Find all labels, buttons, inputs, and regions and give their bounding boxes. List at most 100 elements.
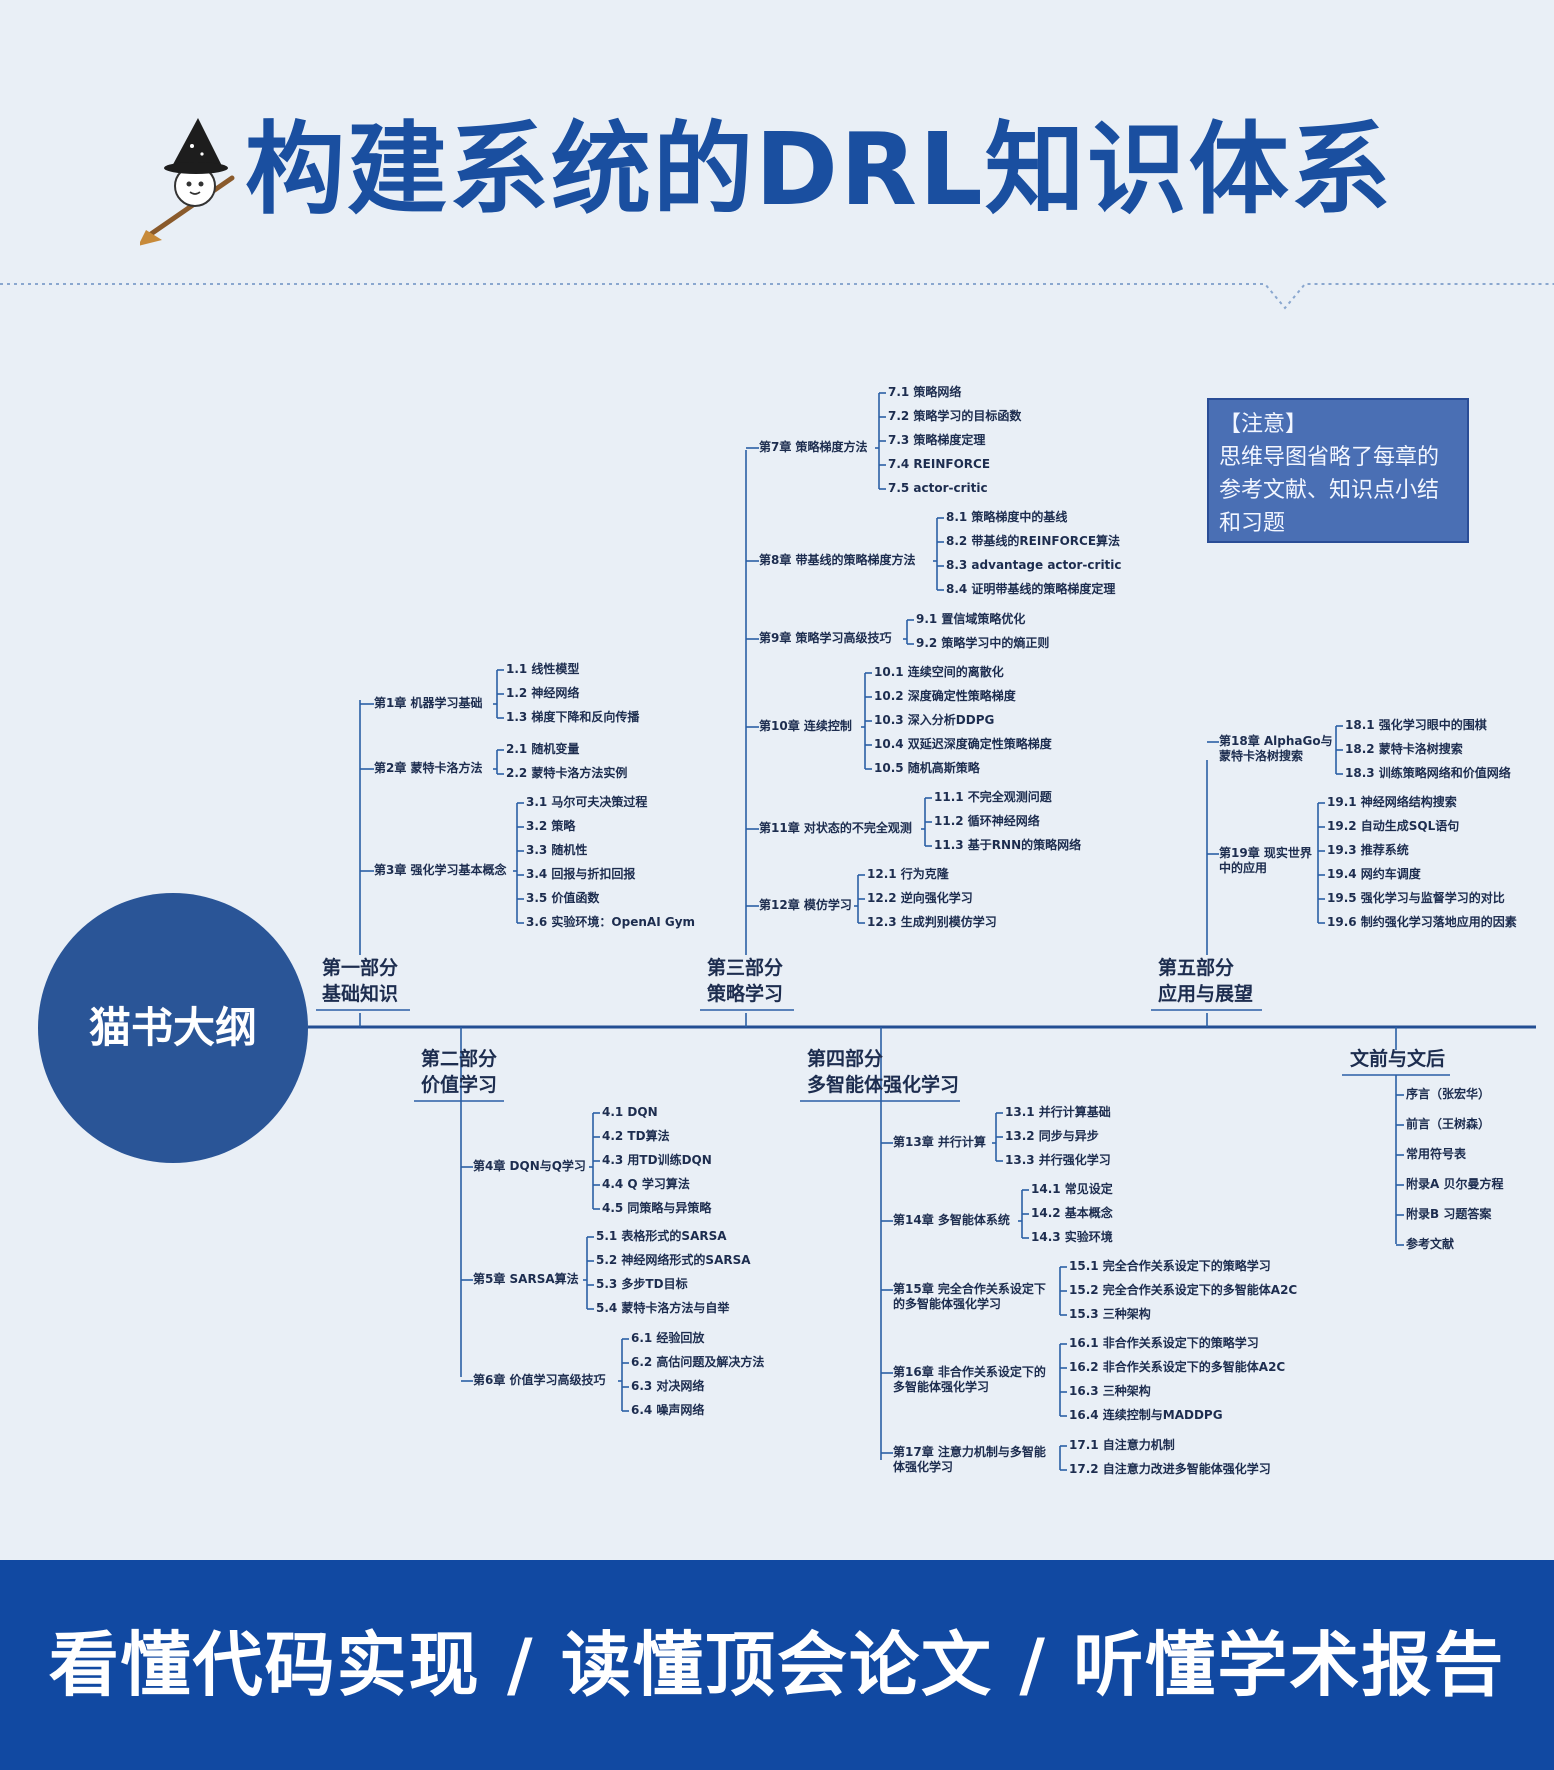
section-label: 6.4 噪声网络 bbox=[631, 1403, 705, 1417]
section-label: 3.5 价值函数 bbox=[526, 891, 600, 905]
section-label: 10.3 深入分析DDPG bbox=[874, 713, 995, 727]
section-label: 6.1 经验回放 bbox=[631, 1331, 705, 1345]
section-label: 9.2 策略学习中的熵正则 bbox=[916, 636, 1050, 650]
section-label: 16.3 三种架构 bbox=[1069, 1384, 1151, 1398]
section-label: 5.3 多步TD目标 bbox=[596, 1277, 688, 1291]
note-line: 参考文献、知识点小结 bbox=[1219, 478, 1440, 503]
section-label: 16.2 非合作关系设定下的多智能体A2C bbox=[1069, 1360, 1286, 1374]
section-label: 11.2 循环神经网络 bbox=[934, 814, 1040, 828]
section-label: 12.1 行为克隆 bbox=[867, 867, 949, 881]
section-label: 18.3 训练策略网络和价值网络 bbox=[1345, 766, 1511, 780]
section-label: 13.1 并行计算基础 bbox=[1005, 1105, 1111, 1119]
part-title: 文前与文后 bbox=[1350, 1048, 1446, 1070]
title-divider bbox=[0, 283, 1554, 310]
section-label: 8.3 advantage actor-critic bbox=[946, 558, 1122, 572]
section-label: 17.2 自注意力改进多智能体强化学习 bbox=[1069, 1462, 1271, 1476]
chapter-label: 第10章 连续控制 bbox=[759, 719, 852, 733]
section-label: 15.1 完全合作关系设定下的策略学习 bbox=[1069, 1259, 1271, 1273]
section-label: 6.3 对决网络 bbox=[631, 1379, 705, 1393]
section-label: 19.2 自动生成SQL语句 bbox=[1327, 819, 1460, 833]
section-label: 8.4 证明带基线的策略梯度定理 bbox=[946, 582, 1116, 596]
section-label: 16.4 连续控制与MADDPG bbox=[1069, 1408, 1223, 1422]
section-label: 8.2 带基线的REINFORCE算法 bbox=[946, 534, 1121, 548]
section-label: 4.2 TD算法 bbox=[602, 1129, 670, 1143]
section-label: 4.5 同策略与异策略 bbox=[602, 1201, 712, 1215]
section-label: 10.4 双延迟深度确定性策略梯度 bbox=[874, 737, 1052, 751]
section-label: 13.2 同步与异步 bbox=[1005, 1129, 1099, 1143]
chapter-label: 第2章 蒙特卡洛方法 bbox=[374, 761, 483, 775]
chapter-label: 第15章 完全合作关系设定下的多智能体强化学习 bbox=[893, 1282, 1046, 1311]
section-label: 1.2 神经网络 bbox=[506, 686, 580, 700]
part-title: 第一部分 bbox=[322, 957, 399, 979]
chapter-label: 第11章 对状态的不完全观测 bbox=[759, 821, 912, 835]
part-title: 第四部分 bbox=[807, 1048, 884, 1070]
section-label: 2.1 随机变量 bbox=[506, 742, 580, 756]
section-label: 10.1 连续空间的离散化 bbox=[874, 665, 1004, 679]
section-label: 5.1 表格形式的SARSA bbox=[596, 1229, 727, 1243]
matter-item: 附录A 贝尔曼方程 bbox=[1406, 1177, 1504, 1191]
part-title: 第二部分 bbox=[421, 1048, 498, 1070]
note-line: 和习题 bbox=[1219, 511, 1286, 536]
chapter-label: 第12章 模仿学习 bbox=[759, 898, 852, 912]
section-label: 7.4 REINFORCE bbox=[888, 457, 991, 471]
matter-item: 参考文献 bbox=[1406, 1237, 1455, 1251]
root-label: 猫书大纲 bbox=[88, 1003, 257, 1052]
section-label: 3.3 随机性 bbox=[526, 843, 588, 857]
chapter-label: 第7章 策略梯度方法 bbox=[759, 440, 868, 454]
section-label: 15.2 完全合作关系设定下的多智能体A2C bbox=[1069, 1283, 1298, 1297]
section-label: 12.2 逆向强化学习 bbox=[867, 891, 973, 905]
section-label: 14.2 基本概念 bbox=[1031, 1206, 1113, 1220]
section-label: 5.4 蒙特卡洛方法与自举 bbox=[596, 1301, 730, 1315]
section-label: 3.2 策略 bbox=[526, 819, 576, 833]
root-node bbox=[38, 893, 308, 1163]
section-label: 15.3 三种架构 bbox=[1069, 1307, 1151, 1321]
section-label: 14.3 实验环境 bbox=[1031, 1230, 1113, 1244]
section-label: 19.6 制约强化学习落地应用的因素 bbox=[1327, 915, 1517, 929]
part-title: 第五部分 bbox=[1158, 957, 1235, 979]
section-label: 10.5 随机高斯策略 bbox=[874, 761, 980, 775]
section-label: 18.2 蒙特卡洛树搜索 bbox=[1345, 742, 1463, 756]
section-label: 7.2 策略学习的目标函数 bbox=[888, 409, 1022, 423]
section-label: 3.6 实验环境：OpenAI Gym bbox=[526, 915, 696, 929]
chapter-label: 第3章 强化学习基本概念 bbox=[374, 863, 507, 877]
section-label: 1.1 线性模型 bbox=[506, 662, 580, 676]
section-label: 18.1 强化学习眼中的围棋 bbox=[1345, 718, 1487, 732]
section-label: 3.1 马尔可夫决策过程 bbox=[526, 795, 648, 809]
section-label: 7.3 策略梯度定理 bbox=[888, 433, 986, 447]
chapter-label: 第19章 现实世界中的应用 bbox=[1219, 846, 1312, 875]
mind-map-lines bbox=[308, 392, 1536, 1471]
section-label: 6.2 高估问题及解决方法 bbox=[631, 1355, 765, 1369]
section-label: 4.3 用TD训练DQN bbox=[602, 1153, 712, 1167]
matter-item: 前言（王树森） bbox=[1406, 1117, 1491, 1131]
matter-item: 附录B 习题答案 bbox=[1406, 1207, 1492, 1221]
part-title: 多智能体强化学习 bbox=[807, 1074, 960, 1096]
footer-banner: 看懂代码实现 / 读懂顶会论文 / 听懂学术报告 bbox=[0, 1560, 1554, 1770]
section-label: 17.1 自注意力机制 bbox=[1069, 1438, 1175, 1452]
section-label: 4.4 Q 学习算法 bbox=[602, 1177, 690, 1191]
section-label: 7.1 策略网络 bbox=[888, 385, 962, 399]
part-title: 应用与展望 bbox=[1158, 983, 1254, 1005]
section-label: 19.4 网约车调度 bbox=[1327, 867, 1421, 881]
section-label: 13.3 并行强化学习 bbox=[1005, 1153, 1111, 1167]
chapter-label: 第17章 注意力机制与多智能体强化学习 bbox=[893, 1445, 1046, 1474]
chapter-label: 第18章 AlphaGo与蒙特卡洛树搜索 bbox=[1219, 734, 1333, 763]
witch-cat-on-broom-icon bbox=[140, 118, 235, 246]
section-label: 10.2 深度确定性策略梯度 bbox=[874, 689, 1016, 703]
section-label: 19.1 神经网络结构搜索 bbox=[1327, 795, 1457, 809]
section-label: 12.3 生成判别模仿学习 bbox=[867, 915, 997, 929]
part-title: 策略学习 bbox=[707, 983, 784, 1005]
section-label: 16.1 非合作关系设定下的策略学习 bbox=[1069, 1336, 1259, 1350]
section-label: 5.2 神经网络形式的SARSA bbox=[596, 1253, 751, 1267]
note-heading: 【注意】 bbox=[1219, 412, 1308, 437]
section-label: 8.1 策略梯度中的基线 bbox=[946, 510, 1068, 524]
section-label: 14.1 常见设定 bbox=[1031, 1182, 1113, 1196]
chapter-label: 第16章 非合作关系设定下的多智能体强化学习 bbox=[893, 1365, 1046, 1394]
part-title: 价值学习 bbox=[421, 1074, 498, 1096]
section-label: 9.1 置信域策略优化 bbox=[916, 612, 1026, 626]
page-title: 构建系统的DRL知识体系 bbox=[245, 111, 1393, 228]
section-label: 1.3 梯度下降和反向传播 bbox=[506, 710, 640, 724]
section-label: 7.5 actor-critic bbox=[888, 481, 988, 495]
section-label: 11.1 不完全观测问题 bbox=[934, 790, 1052, 804]
chapter-label: 第13章 并行计算 bbox=[893, 1135, 986, 1149]
